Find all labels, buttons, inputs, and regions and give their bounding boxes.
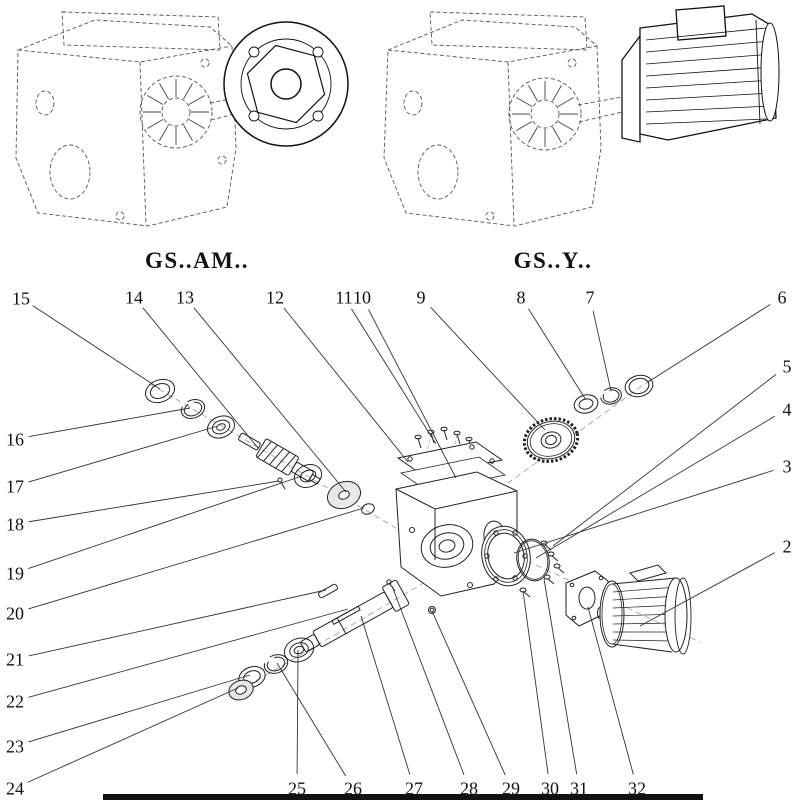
- helical-gear: [522, 417, 580, 463]
- gs-y-spoke-wheel: [512, 81, 578, 147]
- end-washer: [228, 679, 254, 701]
- callout-number-2: 2: [783, 537, 792, 557]
- callout-leader-20: [28, 507, 365, 610]
- callout-leader-28: [391, 585, 465, 776]
- backup-ring: [624, 374, 654, 398]
- callout-number-26: 26: [344, 779, 362, 799]
- callout-leader-11: [351, 308, 437, 445]
- callout-number-31: 31: [570, 779, 588, 799]
- bearing-input-inner: [293, 464, 323, 488]
- bearing-input: [206, 415, 236, 439]
- callout-number-13: 13: [176, 288, 194, 308]
- callout-number-11: 11: [335, 288, 352, 308]
- callout-number-3: 3: [783, 457, 792, 477]
- callout-number-19: 19: [6, 564, 24, 584]
- callout-leader-8: [528, 308, 587, 401]
- callout-number-21: 21: [6, 650, 24, 670]
- gs-y-assembly-drawing: [383, 11, 623, 227]
- callout-leader-18: [28, 480, 280, 523]
- callout-leader-14: [142, 307, 259, 449]
- gs-am-output-flange: [223, 21, 349, 147]
- shaft-key: [318, 583, 338, 599]
- callout-number-10: 10: [353, 288, 371, 308]
- callout-leader-4: [535, 415, 776, 559]
- callout-number-12: 12: [266, 288, 284, 308]
- callout-number-32: 32: [628, 779, 646, 799]
- circlip-output: [263, 654, 289, 674]
- model-label-gs-am: GS..AM..: [145, 248, 249, 273]
- callout-leader-9: [430, 306, 546, 431]
- spacer-washer-gear: [573, 394, 599, 414]
- callout-leader-2: [639, 552, 775, 627]
- callout-leader-5: [552, 374, 777, 547]
- callout-leader-27: [360, 615, 411, 775]
- output-flange-cover: [481, 525, 531, 587]
- callout-leader-31: [543, 578, 578, 775]
- flange-bolts: [519, 540, 565, 598]
- shim-washer-disc: [327, 480, 361, 510]
- circlip-input: [180, 399, 206, 419]
- callout-number-20: 20: [6, 604, 24, 624]
- drain-plug: [428, 606, 436, 614]
- callout-leader-3: [513, 469, 774, 554]
- bottom-border-bar: [103, 794, 703, 800]
- callout-leader-26: [276, 662, 347, 777]
- callout-leader-17: [28, 425, 219, 483]
- callout-leader-24: [27, 687, 239, 783]
- callout-number-5: 5: [783, 357, 792, 377]
- callout-leader-10: [368, 309, 457, 479]
- callout-leader-6: [647, 304, 771, 383]
- bearing-output: [283, 637, 315, 663]
- exploded-view: [144, 374, 701, 701]
- callout-leader-16: [28, 407, 191, 438]
- callout-number-22: 22: [6, 692, 24, 712]
- hex-bolt-small: [386, 579, 396, 592]
- o-ring-seal: [516, 538, 550, 582]
- gs-am-assembly-drawing: [15, 11, 251, 227]
- callout-number-14: 14: [125, 288, 143, 308]
- callout-number-24: 24: [6, 779, 24, 799]
- gs-y-electric-motor: [621, 5, 780, 143]
- callout-number-17: 17: [6, 477, 24, 497]
- callout-leader-22: [28, 608, 349, 698]
- model-label-gs-y: GS..Y..: [514, 248, 593, 273]
- callout-number-8: 8: [517, 288, 526, 308]
- callout-number-4: 4: [783, 400, 792, 420]
- gs-am-spoke-wheel: [143, 79, 209, 145]
- electric-motor: [597, 564, 692, 655]
- callout-number-28: 28: [460, 779, 478, 799]
- callout-leader-23: [28, 674, 251, 743]
- callout-leader-21: [28, 589, 327, 657]
- callout-leader-13: [193, 307, 347, 493]
- callout-number-29: 29: [502, 779, 520, 799]
- callout-number-16: 16: [6, 430, 24, 450]
- callout-leader-25: [296, 649, 299, 775]
- circlip-gear: [600, 387, 622, 405]
- callout-number-6: 6: [778, 288, 787, 308]
- callout-leader-7: [592, 310, 612, 392]
- callout-number-27: 27: [405, 779, 423, 799]
- callout-leader-30: [522, 590, 549, 775]
- callout-number-25: 25: [288, 779, 306, 799]
- callout-leader-12: [283, 307, 409, 463]
- callout-leader-32: [587, 606, 634, 775]
- callout-number-18: 18: [6, 515, 24, 535]
- callout-number-9: 9: [417, 288, 426, 308]
- callout-number-7: 7: [586, 288, 595, 308]
- callout-number-23: 23: [6, 737, 24, 757]
- oil-seal-input: [144, 378, 176, 404]
- callout-leader-29: [431, 610, 506, 776]
- callout-leader-15: [32, 305, 161, 390]
- callout-number-15: 15: [12, 289, 30, 309]
- output-shaft: [300, 579, 410, 653]
- callout-number-30: 30: [541, 779, 559, 799]
- spacer-ring-small: [361, 503, 375, 515]
- callout-leader-19: [28, 475, 303, 569]
